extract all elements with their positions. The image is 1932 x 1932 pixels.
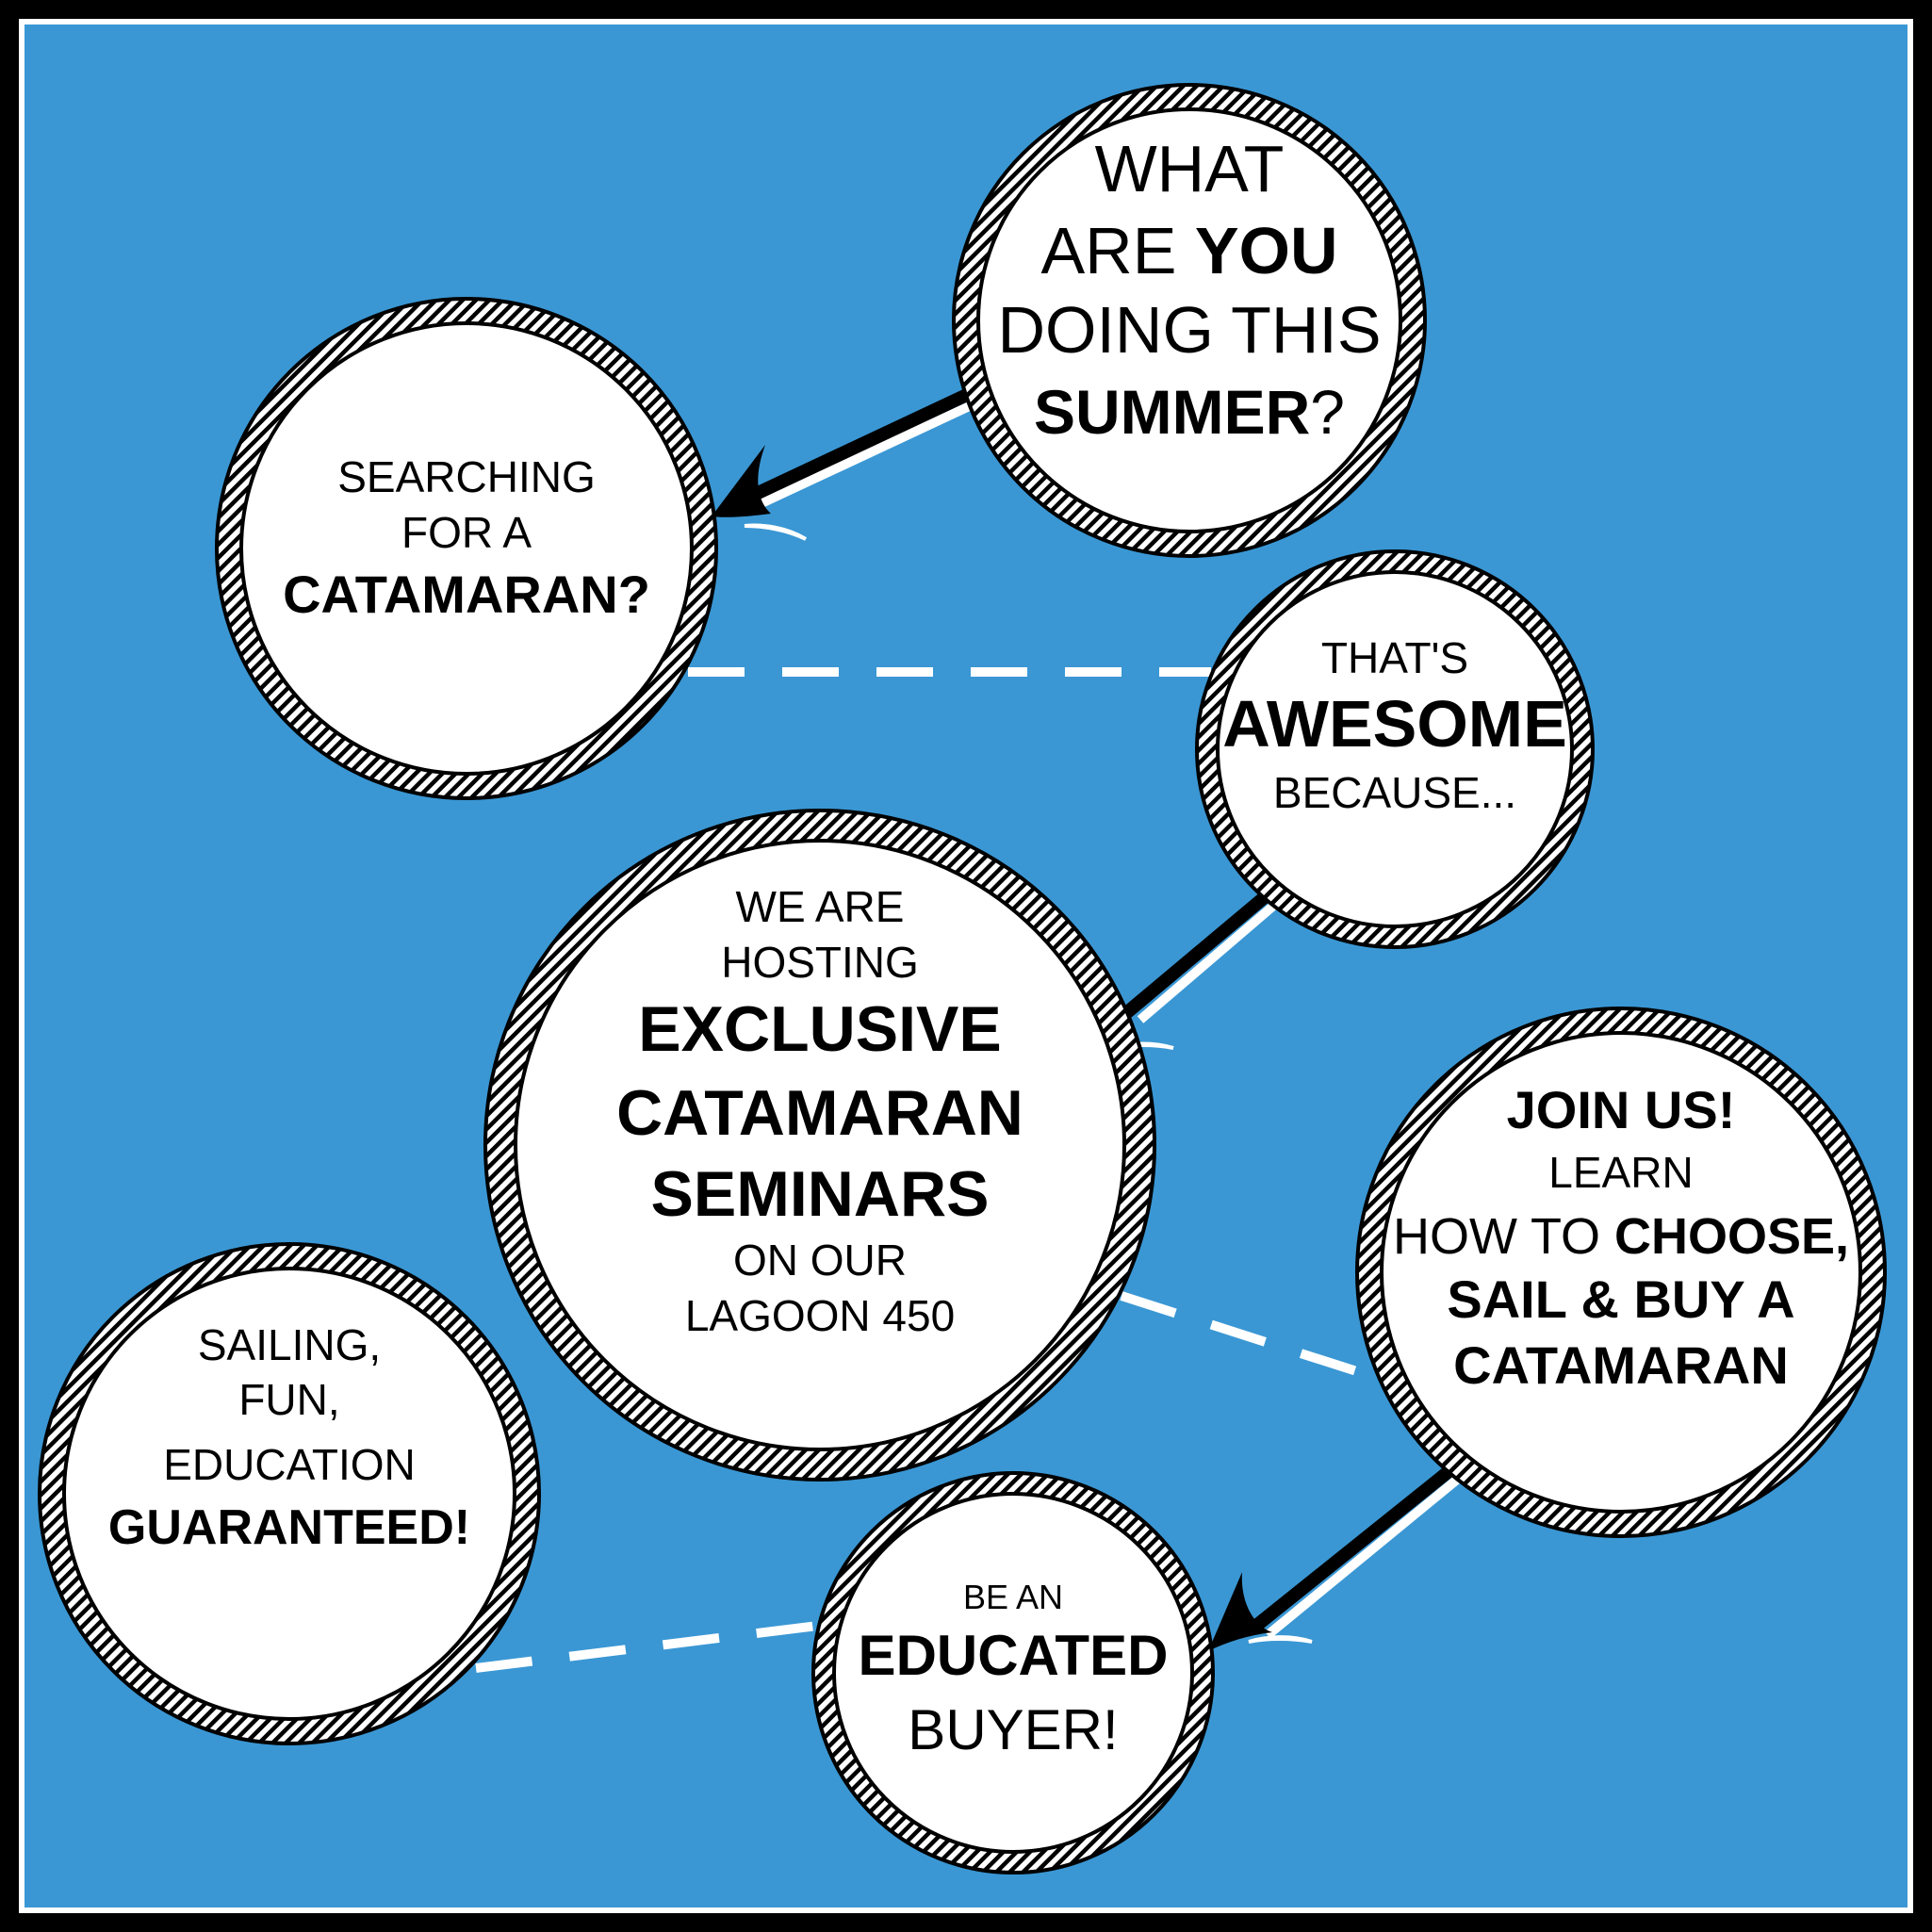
bubble-text-line: HOSTING — [721, 938, 919, 987]
bubble-face — [239, 321, 694, 776]
bubble-text-line: CATAMARAN? — [283, 565, 650, 624]
bubble-awesome: THAT'S AWESOME BECAUSE... — [1195, 549, 1595, 949]
bubble-text-line: THAT'S — [1321, 633, 1468, 682]
bubble-text-line: ARE YOU — [1040, 214, 1337, 287]
bubble-text-line: SEMINARS — [651, 1158, 990, 1230]
bubble-text-line: WE ARE — [736, 882, 905, 931]
bubble-searching: SEARCHING FOR A CATAMARAN? — [215, 297, 718, 800]
bubble-text-line: SAILING, — [198, 1320, 381, 1369]
arrow-summer-to-searching — [712, 387, 978, 541]
bubble-text-line: LEARN — [1548, 1148, 1693, 1197]
bubble-text-line: FUN, — [238, 1375, 339, 1424]
bubble-seminars: WE ARE HOSTING EXCLUSIVE CATAMARAN SEMINARS O… — [483, 809, 1156, 1482]
bubble-face — [1380, 1031, 1862, 1514]
bubble-text-line: BECAUSE... — [1273, 768, 1516, 817]
bubble-text-line: LAGOON 450 — [685, 1291, 955, 1340]
bubble-text-line: HOW TO CHOOSE, — [1393, 1208, 1849, 1265]
bubble-text-line: GUARANTEED! — [108, 1500, 470, 1555]
bubble-text-line: JOIN US! — [1507, 1080, 1736, 1139]
bubble-educated: BE AN EDUCATED BUYER! — [811, 1471, 1215, 1875]
bubble-join: JOIN US! LEARN HOW TO CHOOSE,SAIL & BUY AC… — [1355, 1007, 1887, 1538]
bubble-text-line: FOR A — [401, 508, 532, 557]
bubble-text-line: ON OUR — [733, 1236, 907, 1285]
bubble-face — [514, 839, 1126, 1451]
bubble-text-line: EXCLUSIVE — [638, 993, 1001, 1065]
bubble-face — [1216, 570, 1574, 928]
bubble-text-line: BE AN — [963, 1578, 1063, 1616]
bubble-text-line: SAIL & BUY A — [1447, 1269, 1794, 1329]
bubble-text-line: SUMMER? — [1034, 377, 1345, 447]
bubble-guaranteed: SAILING, FUN, EDUCATION GUARANTEED! — [38, 1242, 541, 1745]
bubble-text-line: EDUCATION — [163, 1440, 416, 1489]
bubble-text-line: WHAT — [1095, 132, 1285, 205]
bubble-face — [62, 1267, 516, 1721]
bubble-text-line: BUYER! — [908, 1698, 1118, 1761]
bubble-face — [976, 107, 1402, 533]
bubble-text-line: AWESOME — [1222, 687, 1567, 761]
bubble-text-line: DOING THIS — [997, 293, 1381, 367]
bubble-text-line: CATAMARAN — [616, 1077, 1023, 1149]
dashed-connector-seminars-join — [1120, 1291, 1373, 1381]
bubble-text-line: EDUCATED — [859, 1624, 1169, 1687]
bubble-text-line: SEARCHING — [337, 452, 595, 501]
dashed-connector-guaranteed-educated — [475, 1621, 819, 1673]
bubble-face — [832, 1492, 1194, 1854]
bubble-text-line: CATAMARAN — [1453, 1335, 1789, 1395]
arrow-join-to-educated — [1208, 1460, 1466, 1651]
